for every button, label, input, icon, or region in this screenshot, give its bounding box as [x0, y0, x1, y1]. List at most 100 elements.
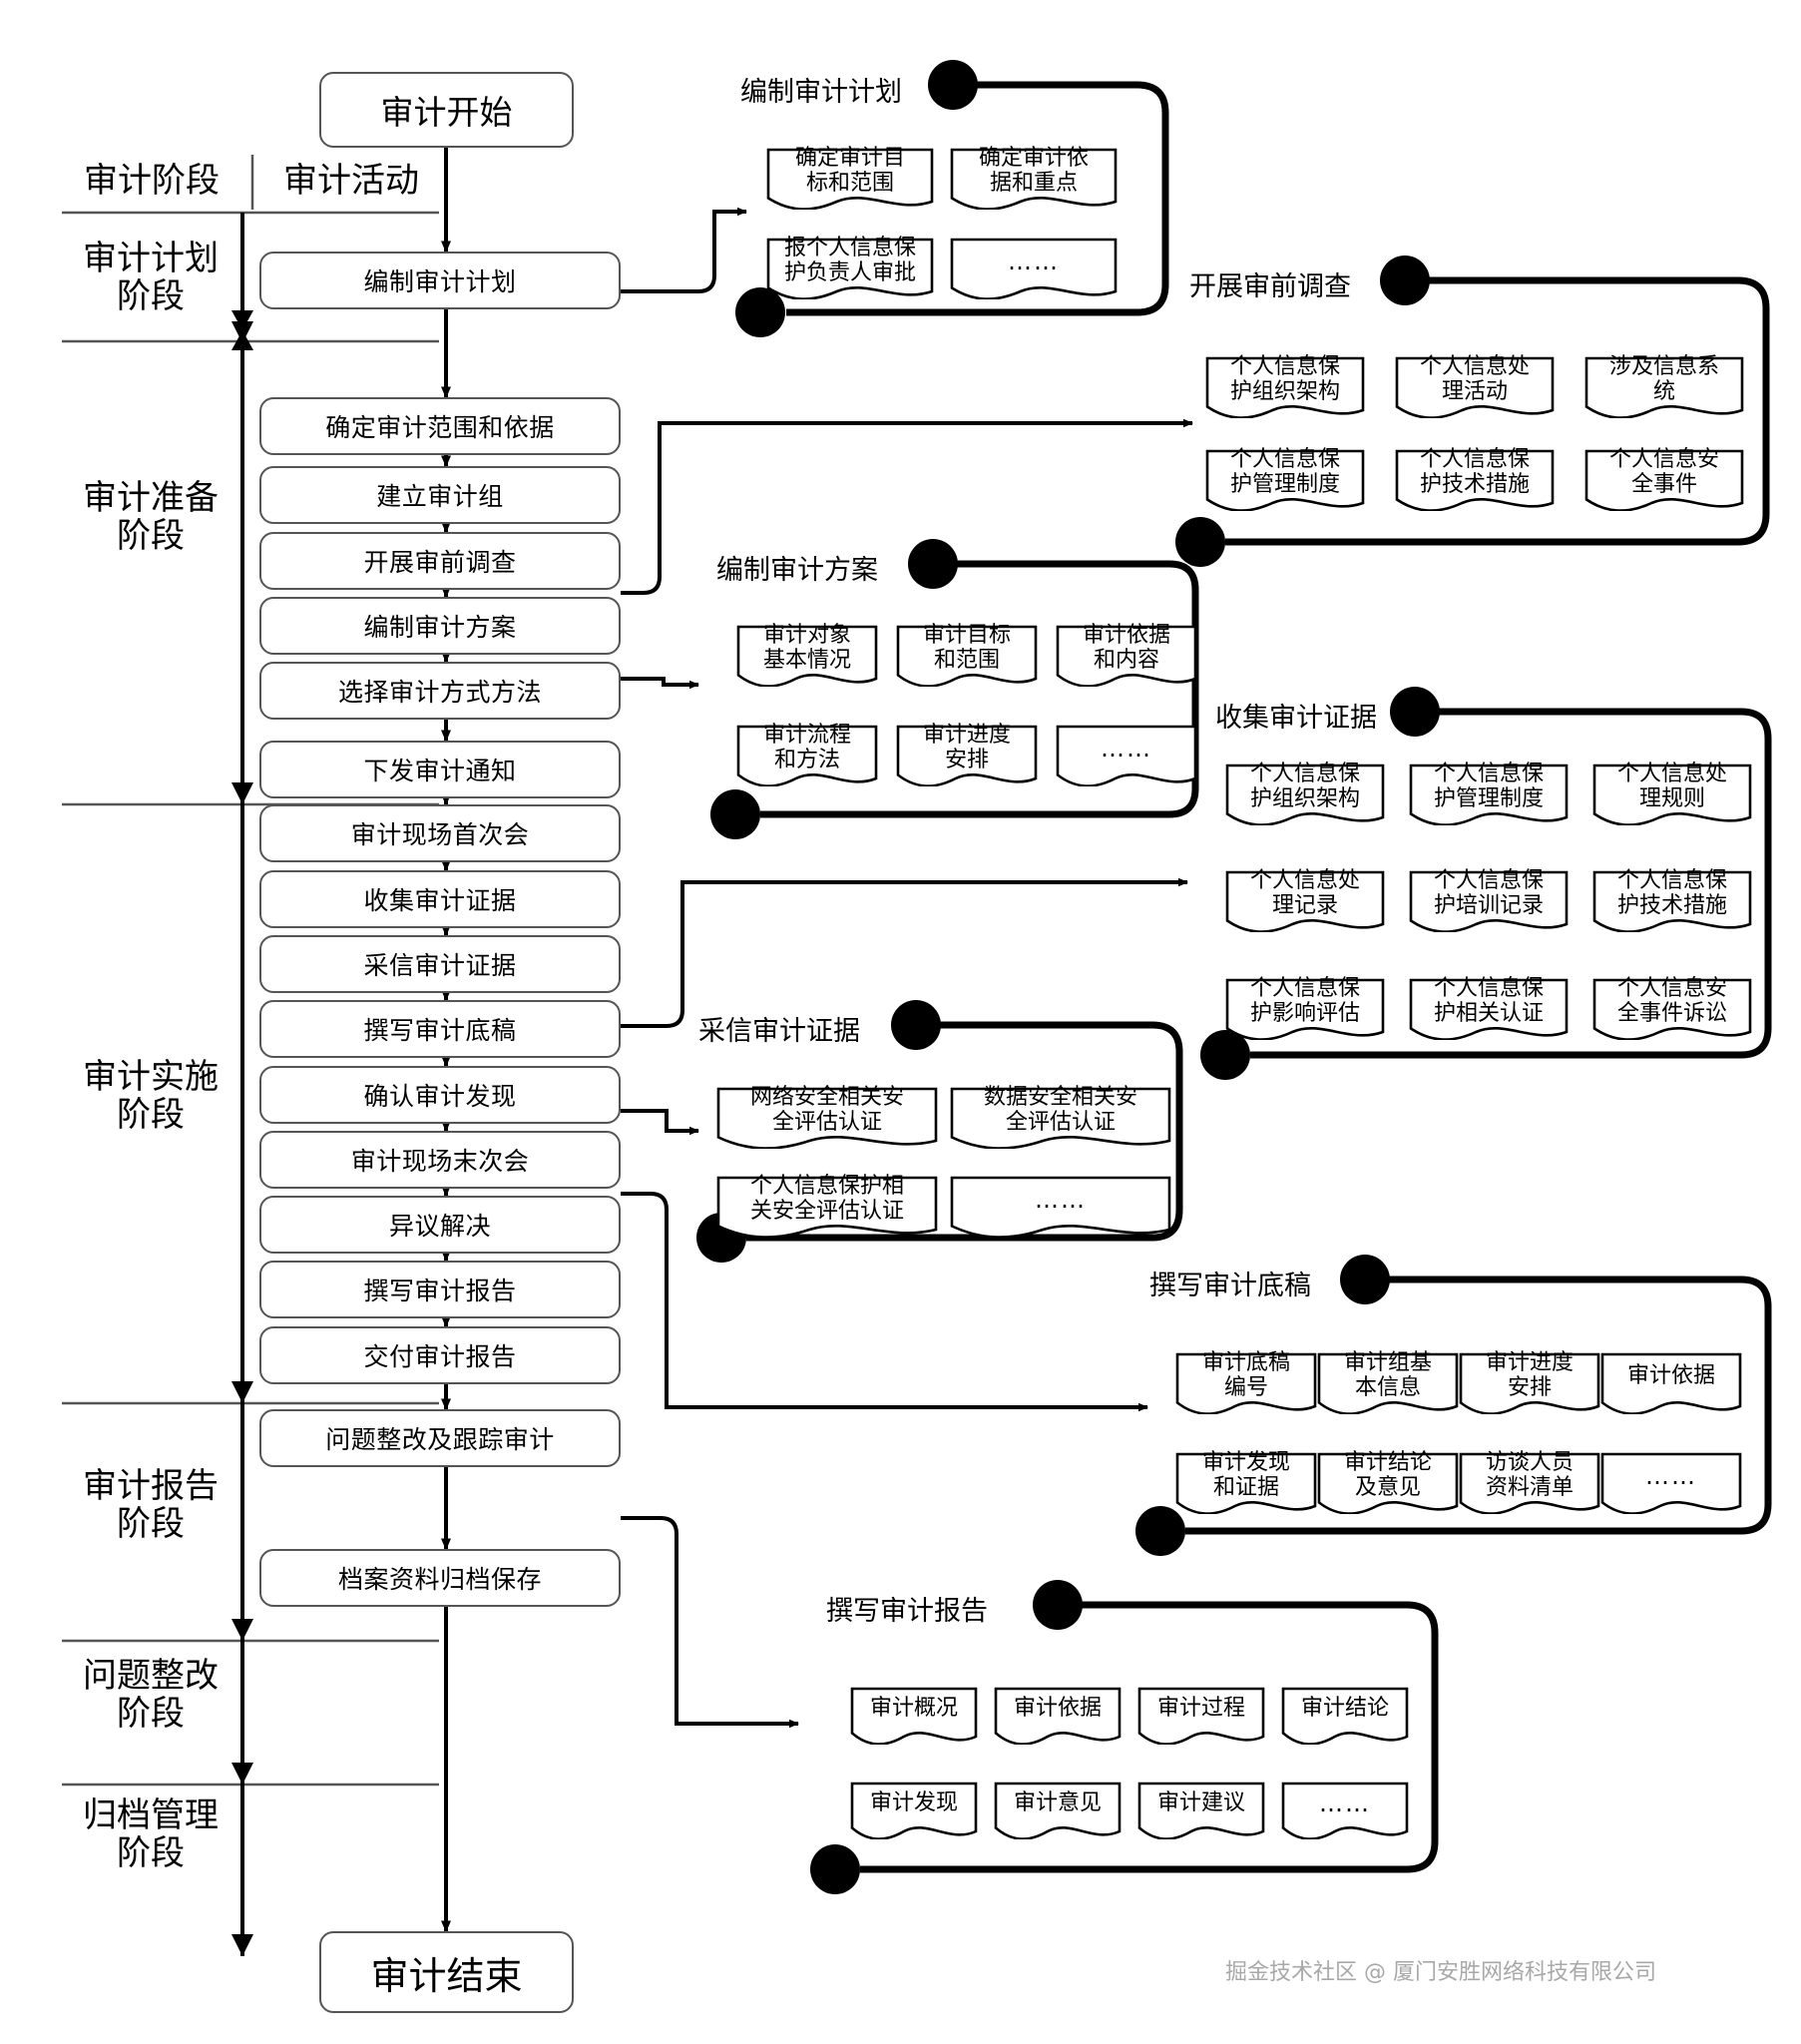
activity-box-a18[interactable]: 档案资料归档保存: [259, 1549, 621, 1607]
doc-item-label: 审计进度 安排: [922, 723, 1011, 772]
doc-item-label: 审计意见: [1013, 1789, 1102, 1815]
activity-box-a3[interactable]: 建立审计组: [259, 466, 621, 524]
group-title-g3: 编制审计方案: [716, 555, 878, 586]
doc-item-label: 个人信息保 护技术措施: [1616, 868, 1727, 918]
activity-box-a5[interactable]: 编制审计方案: [259, 597, 621, 655]
activity-box-a8[interactable]: 审计现场首次会: [259, 804, 621, 862]
doc-item: 审计进度 安排: [1459, 1351, 1600, 1414]
activity-box-a15[interactable]: 撰写审计报告: [259, 1261, 621, 1318]
doc-item-label: 访谈人员 资料清单: [1485, 1450, 1574, 1500]
activity-box-a2[interactable]: 确定审计范围和依据: [259, 397, 621, 455]
group-title-g4: 收集审计证据: [1215, 703, 1377, 734]
doc-item: 个人信息处 理活动: [1395, 354, 1555, 418]
activity-box-a11[interactable]: 撰写审计底稿: [259, 1000, 621, 1058]
doc-item-label: ……: [1035, 1185, 1087, 1214]
doc-item-label: 网络安全相关安 全评估认证: [749, 1085, 904, 1135]
doc-item: 个人信息安 全事件诉讼: [1592, 976, 1752, 1040]
doc-item-label: 审计目标 和范围: [922, 623, 1011, 673]
doc-item: 审计结论: [1281, 1687, 1409, 1745]
doc-item-label: 个人信息保 护培训记录: [1433, 868, 1544, 918]
terminal-end: 审计结束: [319, 1931, 574, 2013]
doc-item-label: 审计建议: [1156, 1789, 1245, 1815]
activity-box-a13[interactable]: 审计现场末次会: [259, 1131, 621, 1189]
doc-item: 访谈人员 资料清单: [1459, 1450, 1600, 1514]
doc-item-label: 审计结论 及意见: [1343, 1450, 1432, 1500]
doc-item-label: 个人信息保 护组织架构: [1249, 762, 1360, 811]
stage-label-execute: 审计实施 阶段: [83, 1057, 219, 1136]
doc-item-label: 审计组基 本信息: [1343, 1350, 1432, 1400]
doc-item-label: 个人信息处 理活动: [1419, 354, 1530, 404]
doc-item: 审计依据 和内容: [1056, 623, 1197, 687]
group-title-g1: 编制审计计划: [740, 77, 902, 108]
doc-item-label: 个人信息处 理规则: [1616, 762, 1727, 811]
activity-box-a12[interactable]: 确认审计发现: [259, 1066, 621, 1124]
doc-item: 确定审计目 标和范围: [766, 146, 934, 210]
doc-item: 个人信息处 理记录: [1225, 868, 1385, 932]
activity-box-a10[interactable]: 采信审计证据: [259, 935, 621, 993]
doc-item: 审计建议: [1137, 1782, 1265, 1839]
doc-item-label: 审计依据: [1013, 1695, 1102, 1721]
doc-item-label: 确定审计依 据和重点: [978, 146, 1089, 196]
doc-item-label: 报个人信息保 护负责人审批: [783, 236, 916, 285]
doc-item: 审计底稿 编号: [1175, 1351, 1317, 1414]
activity-box-a14[interactable]: 异议解决: [259, 1196, 621, 1254]
activity-box-a17[interactable]: 问题整改及跟踪审计: [259, 1409, 621, 1467]
doc-item: 审计组基 本信息: [1317, 1350, 1459, 1414]
terminal-start: 审计开始: [319, 72, 574, 148]
doc-item-label: 审计发现 和证据: [1201, 1450, 1290, 1500]
doc-item: ……: [950, 1176, 1171, 1238]
doc-item-label: 审计概况: [869, 1695, 958, 1721]
stage-label-prepare: 审计准备 阶段: [83, 478, 219, 557]
group-title-g7: 撰写审计报告: [826, 1596, 988, 1627]
doc-item-label: 个人信息处 理记录: [1249, 868, 1360, 918]
doc-item-label: 审计依据 和内容: [1082, 623, 1170, 673]
doc-item-label: 审计发现: [869, 1789, 958, 1815]
doc-item-label: 确定审计目 标和范围: [794, 146, 905, 196]
doc-item: 个人信息保 护影响评估: [1225, 977, 1385, 1040]
doc-item: ……: [950, 238, 1118, 299]
group-title-g5: 采信审计证据: [698, 1016, 860, 1047]
doc-item: 个人信息保 护技术措施: [1395, 447, 1555, 511]
doc-item: 个人信息保护相 关安全评估认证: [716, 1174, 938, 1238]
doc-item-label: ……: [1008, 247, 1060, 275]
doc-item: 审计目标 和范围: [896, 623, 1038, 687]
activity-box-a7[interactable]: 下发审计通知: [259, 741, 621, 798]
activity-box-a1[interactable]: 编制审计计划: [259, 252, 621, 309]
group-title-g6: 撰写审计底稿: [1149, 1271, 1311, 1301]
doc-item: 审计对象 基本情况: [736, 623, 878, 687]
doc-item: 个人信息保 护管理制度: [1205, 448, 1365, 511]
watermark-text: 掘金技术社区 @ 厦门安胜网络科技有限公司: [1225, 1960, 1656, 1985]
doc-item-label: ……: [1319, 1788, 1371, 1817]
doc-item: 报个人信息保 护负责人审批: [766, 236, 934, 299]
activity-box-a6[interactable]: 选择审计方式方法: [259, 662, 621, 720]
doc-item: 审计发现: [850, 1782, 978, 1839]
doc-item: 审计发现 和证据: [1175, 1450, 1317, 1514]
doc-item: 审计过程: [1137, 1687, 1265, 1745]
doc-item-label: 审计过程: [1156, 1695, 1245, 1721]
doc-item-label: 个人信息保 护技术措施: [1419, 447, 1530, 497]
doc-item-label: ……: [1101, 734, 1152, 763]
doc-item-label: 个人信息安 全事件诉讼: [1616, 976, 1727, 1026]
doc-item: ……: [1281, 1782, 1409, 1839]
doc-item-label: 审计结论: [1300, 1695, 1389, 1721]
doc-item: 个人信息保 护管理制度: [1409, 763, 1569, 825]
doc-item: 个人信息安 全事件: [1584, 448, 1744, 511]
activity-box-a4[interactable]: 开展审前调查: [259, 532, 621, 590]
doc-item-label: 个人信息保 护组织架构: [1229, 354, 1340, 404]
doc-item: 审计概况: [850, 1687, 978, 1745]
activity-box-a16[interactable]: 交付审计报告: [259, 1326, 621, 1384]
doc-item: 审计依据: [994, 1687, 1122, 1745]
doc-item-label: 审计对象 基本情况: [762, 623, 851, 673]
doc-item: 网络安全相关安 全评估认证: [716, 1085, 938, 1149]
doc-item: 个人信息保 护技术措施: [1592, 868, 1752, 932]
doc-item: 审计进度 安排: [896, 723, 1038, 786]
doc-item-label: 涉及信息系 统: [1608, 354, 1719, 404]
doc-item-label: 数据安全相关安 全评估认证: [983, 1085, 1137, 1135]
doc-item: 审计结论 及意见: [1317, 1450, 1459, 1514]
doc-item-label: 个人信息保护相 关安全评估认证: [749, 1174, 904, 1224]
activity-box-a9[interactable]: 收集审计证据: [259, 870, 621, 928]
doc-item-label: 审计依据: [1626, 1362, 1715, 1388]
group-title-g2: 开展审前调查: [1189, 271, 1351, 302]
doc-item: 确定审计依 据和重点: [950, 146, 1118, 210]
